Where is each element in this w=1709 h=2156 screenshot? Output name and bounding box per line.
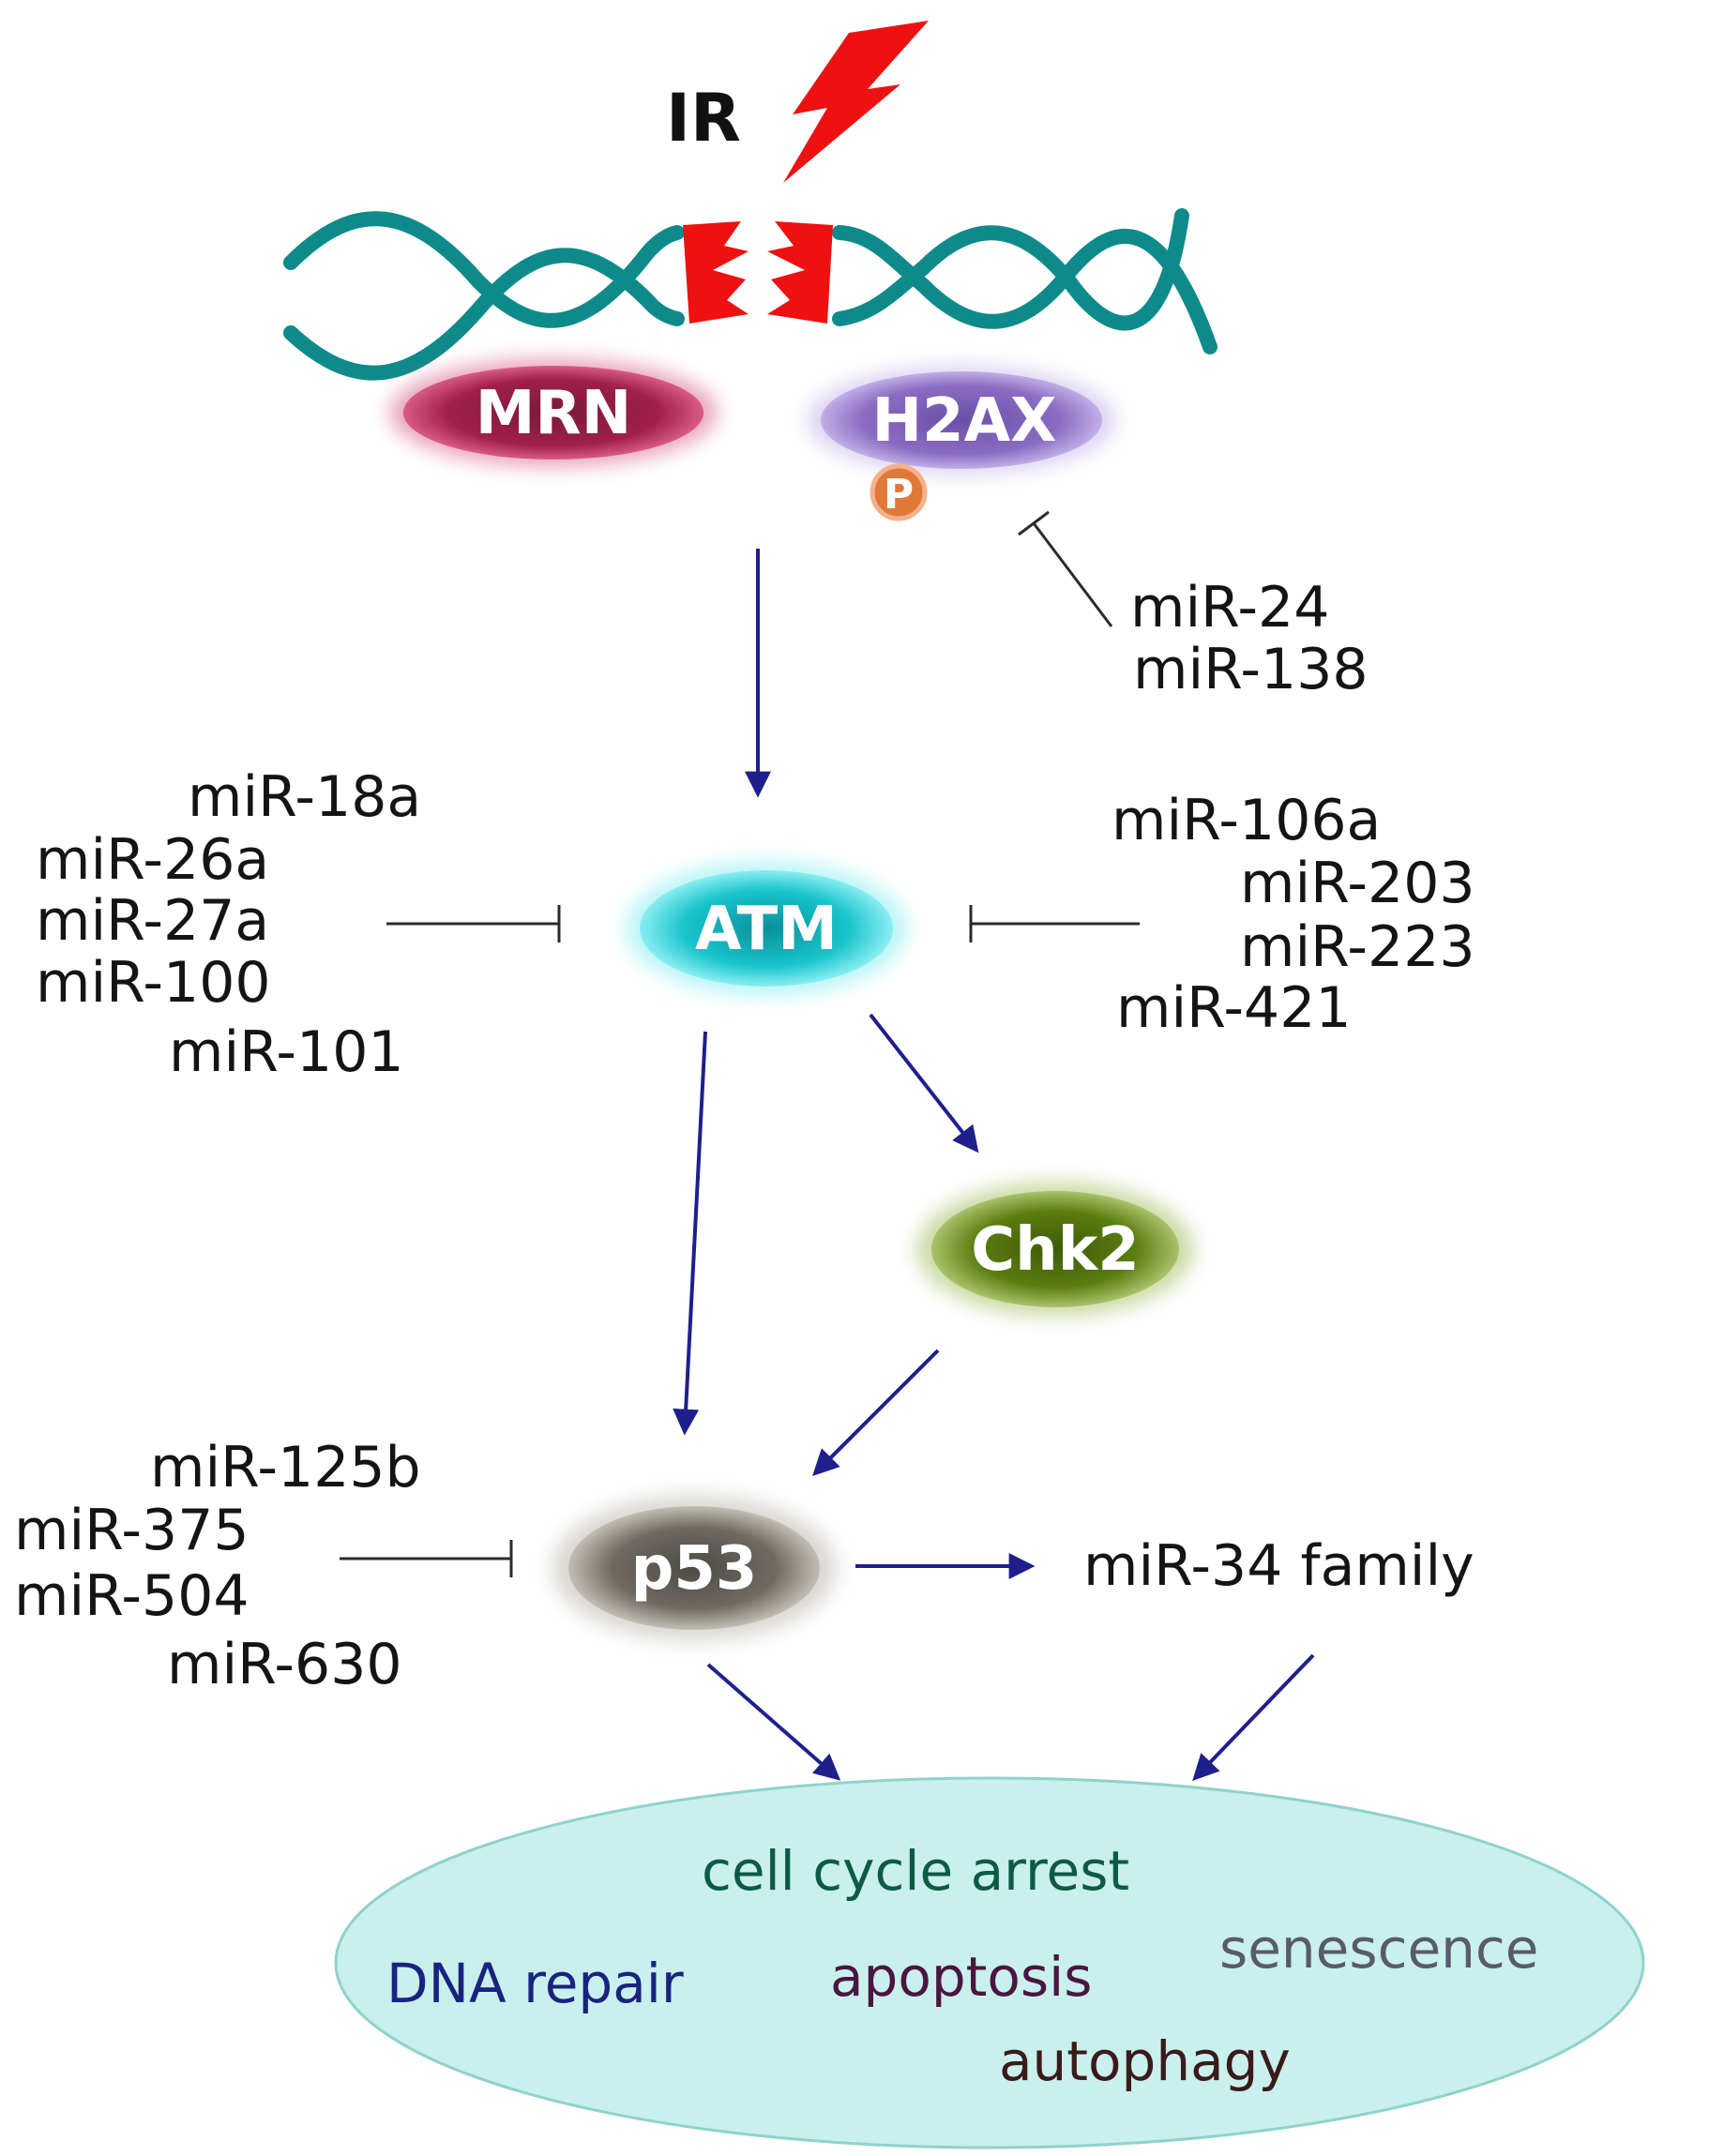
mirna-atm-left-5: miR-101 — [169, 1019, 404, 1085]
mir34-family-label: miR-34 family — [1083, 1533, 1475, 1599]
outcome-dna-repair: DNA repair — [386, 1952, 684, 2015]
dna-strand-right-a — [832, 225, 1217, 354]
mrn-label: MRN — [476, 379, 632, 448]
outcome-senescence: senescence — [1219, 1917, 1538, 1981]
mirna-atm-right-2: miR-203 — [1240, 851, 1475, 916]
mirna-h2ax-2: miR-138 — [1133, 637, 1369, 702]
mirna-h2ax-1: miR-24 — [1130, 575, 1329, 641]
outcome-cell-cycle-arrest: cell cycle arrest — [702, 1839, 1129, 1903]
break-end-left — [683, 221, 749, 324]
p53-protein: p53 — [552, 1495, 837, 1641]
phospho-label: P — [884, 471, 914, 519]
mirna-p53-4: miR-630 — [167, 1632, 402, 1697]
break-end-right — [767, 221, 833, 324]
mirna-atm-right-4: miR-421 — [1116, 975, 1352, 1041]
mirna-atm-right-3: miR-223 — [1240, 914, 1475, 980]
p53-label: p53 — [631, 1534, 758, 1604]
arrow-mir34-to-outcomes — [1192, 1653, 1315, 1782]
atm-label: ATM — [695, 895, 838, 964]
mirna-atm-left-4: miR-100 — [36, 950, 271, 1016]
arrow-chk2-to-p53 — [812, 1349, 940, 1476]
mirna-atm-left-1: miR-18a — [188, 764, 421, 830]
h2ax-protein: H2AX P — [807, 366, 1116, 521]
cellular-outcomes-area — [334, 1776, 1645, 2149]
dna-strand-left-b — [283, 248, 685, 381]
inhibition-line-h2ax — [1032, 522, 1113, 627]
chk2-kinase: Chk2 — [916, 1182, 1194, 1317]
mrn-complex: MRN — [389, 358, 718, 467]
mirna-atm-right-1: miR-106a — [1112, 788, 1381, 853]
dna-double-helix — [283, 208, 1217, 381]
outcome-apoptosis: apoptosis — [830, 1945, 1092, 2009]
outcome-autophagy: autophagy — [999, 2029, 1291, 2093]
dna-break-ends — [683, 221, 833, 324]
dna-strand-right-b — [832, 208, 1189, 331]
dna-strand-left-a — [283, 211, 685, 328]
mirna-p53-1: miR-125b — [150, 1435, 421, 1500]
mirna-p53-3: miR-504 — [14, 1563, 250, 1629]
lightning-bolt-icon — [783, 21, 929, 183]
atm-kinase: ATM — [626, 861, 907, 996]
chk2-label: Chk2 — [971, 1215, 1140, 1285]
mirna-atm-left-3: miR-27a — [36, 888, 269, 954]
h2ax-label: H2AX — [872, 386, 1057, 456]
ir-label: IR — [666, 80, 741, 157]
arrow-p53-to-outcomes — [706, 1663, 841, 1781]
mirna-p53-2: miR-375 — [14, 1498, 250, 1563]
inhibition-bar-h2ax — [1018, 510, 1050, 536]
phospho-badge — [870, 463, 928, 521]
arrow-atm-to-chk2 — [869, 1013, 979, 1153]
mirna-atm-left-2: miR-26a — [36, 827, 269, 893]
arrow-atm-to-p53 — [673, 1031, 707, 1436]
